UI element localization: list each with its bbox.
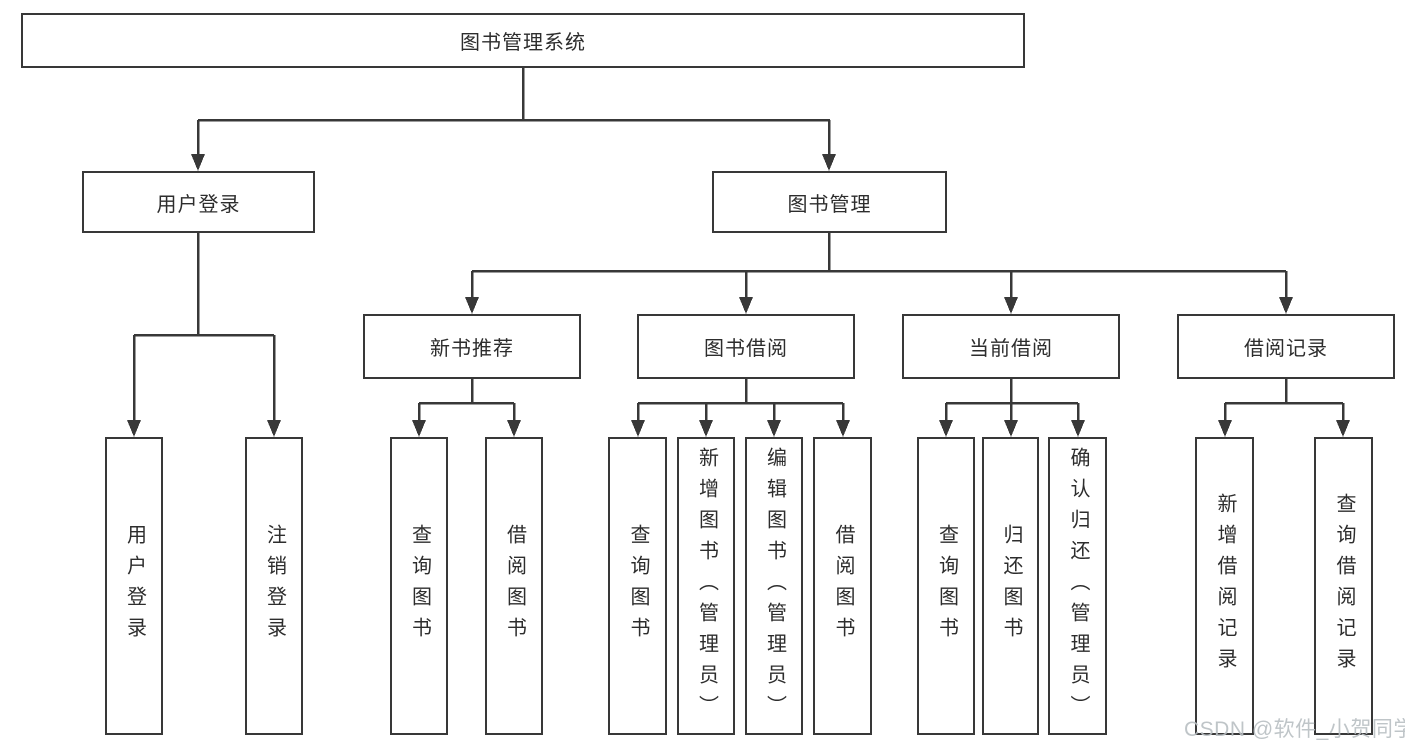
node-leaf-borrow-books: 借阅图书: [485, 437, 543, 735]
node-label: 借阅图书: [503, 524, 526, 648]
node-label: 归还图书: [1000, 524, 1022, 648]
node-user-login: 用户登录: [82, 171, 315, 233]
node-label: 新书推荐: [430, 338, 514, 360]
node-leaf-query-books: 查询图书: [390, 437, 448, 735]
node-book-management: 图书管理: [712, 171, 947, 233]
node-label: 新增图书（管理员）: [695, 446, 718, 726]
node-new-book-recommendation: 新书推荐: [363, 314, 581, 379]
node-leaf-query-borrow-record: 查询借阅记录: [1314, 437, 1373, 735]
node-label: 确认归还（管理员）: [1067, 446, 1089, 726]
node-leaf-user-login: 用户登录: [105, 437, 163, 735]
node-current-borrowing: 当前借阅: [902, 314, 1120, 379]
node-label: 当前借阅: [969, 338, 1053, 360]
node-label: 图书管理: [787, 193, 872, 216]
watermark: CSDN @软件_小贺同学: [1184, 718, 1405, 741]
node-leaf-borrow-books: 借阅图书: [813, 437, 872, 735]
node-leaf-query-books: 查询图书: [917, 437, 975, 735]
node-label: 查询图书: [408, 524, 431, 648]
node-leaf-logout: 注销登录: [245, 437, 303, 735]
node-label: 查询借阅记录: [1333, 493, 1355, 679]
node-label: 编辑图书（管理员）: [763, 446, 786, 726]
node-leaf-add-borrow-record: 新增借阅记录: [1195, 437, 1254, 735]
node-library-management-system: 图书管理系统: [21, 13, 1025, 68]
node-label: 注销登录: [263, 524, 286, 648]
node-book-borrowing: 图书借阅: [637, 314, 855, 379]
node-leaf-query-books: 查询图书: [608, 437, 667, 735]
node-label: 查询图书: [935, 524, 958, 648]
node-leaf-confirm-return-admin: 确认归还（管理员）: [1048, 437, 1107, 735]
node-label: 用户登录: [156, 193, 241, 216]
node-leaf-return-books: 归还图书: [982, 437, 1039, 735]
node-label: 新增借阅记录: [1214, 493, 1236, 679]
node-label: 查询图书: [627, 524, 649, 648]
node-label: 图书借阅: [704, 338, 788, 360]
node-label: 借阅图书: [832, 524, 854, 648]
node-label: 图书管理系统: [460, 32, 586, 54]
node-leaf-edit-books-admin: 编辑图书（管理员）: [745, 437, 803, 735]
node-borrowing-records: 借阅记录: [1177, 314, 1395, 379]
node-label: 用户登录: [123, 524, 146, 648]
node-label: 借阅记录: [1244, 338, 1328, 360]
node-leaf-add-books-admin: 新增图书（管理员）: [677, 437, 735, 735]
